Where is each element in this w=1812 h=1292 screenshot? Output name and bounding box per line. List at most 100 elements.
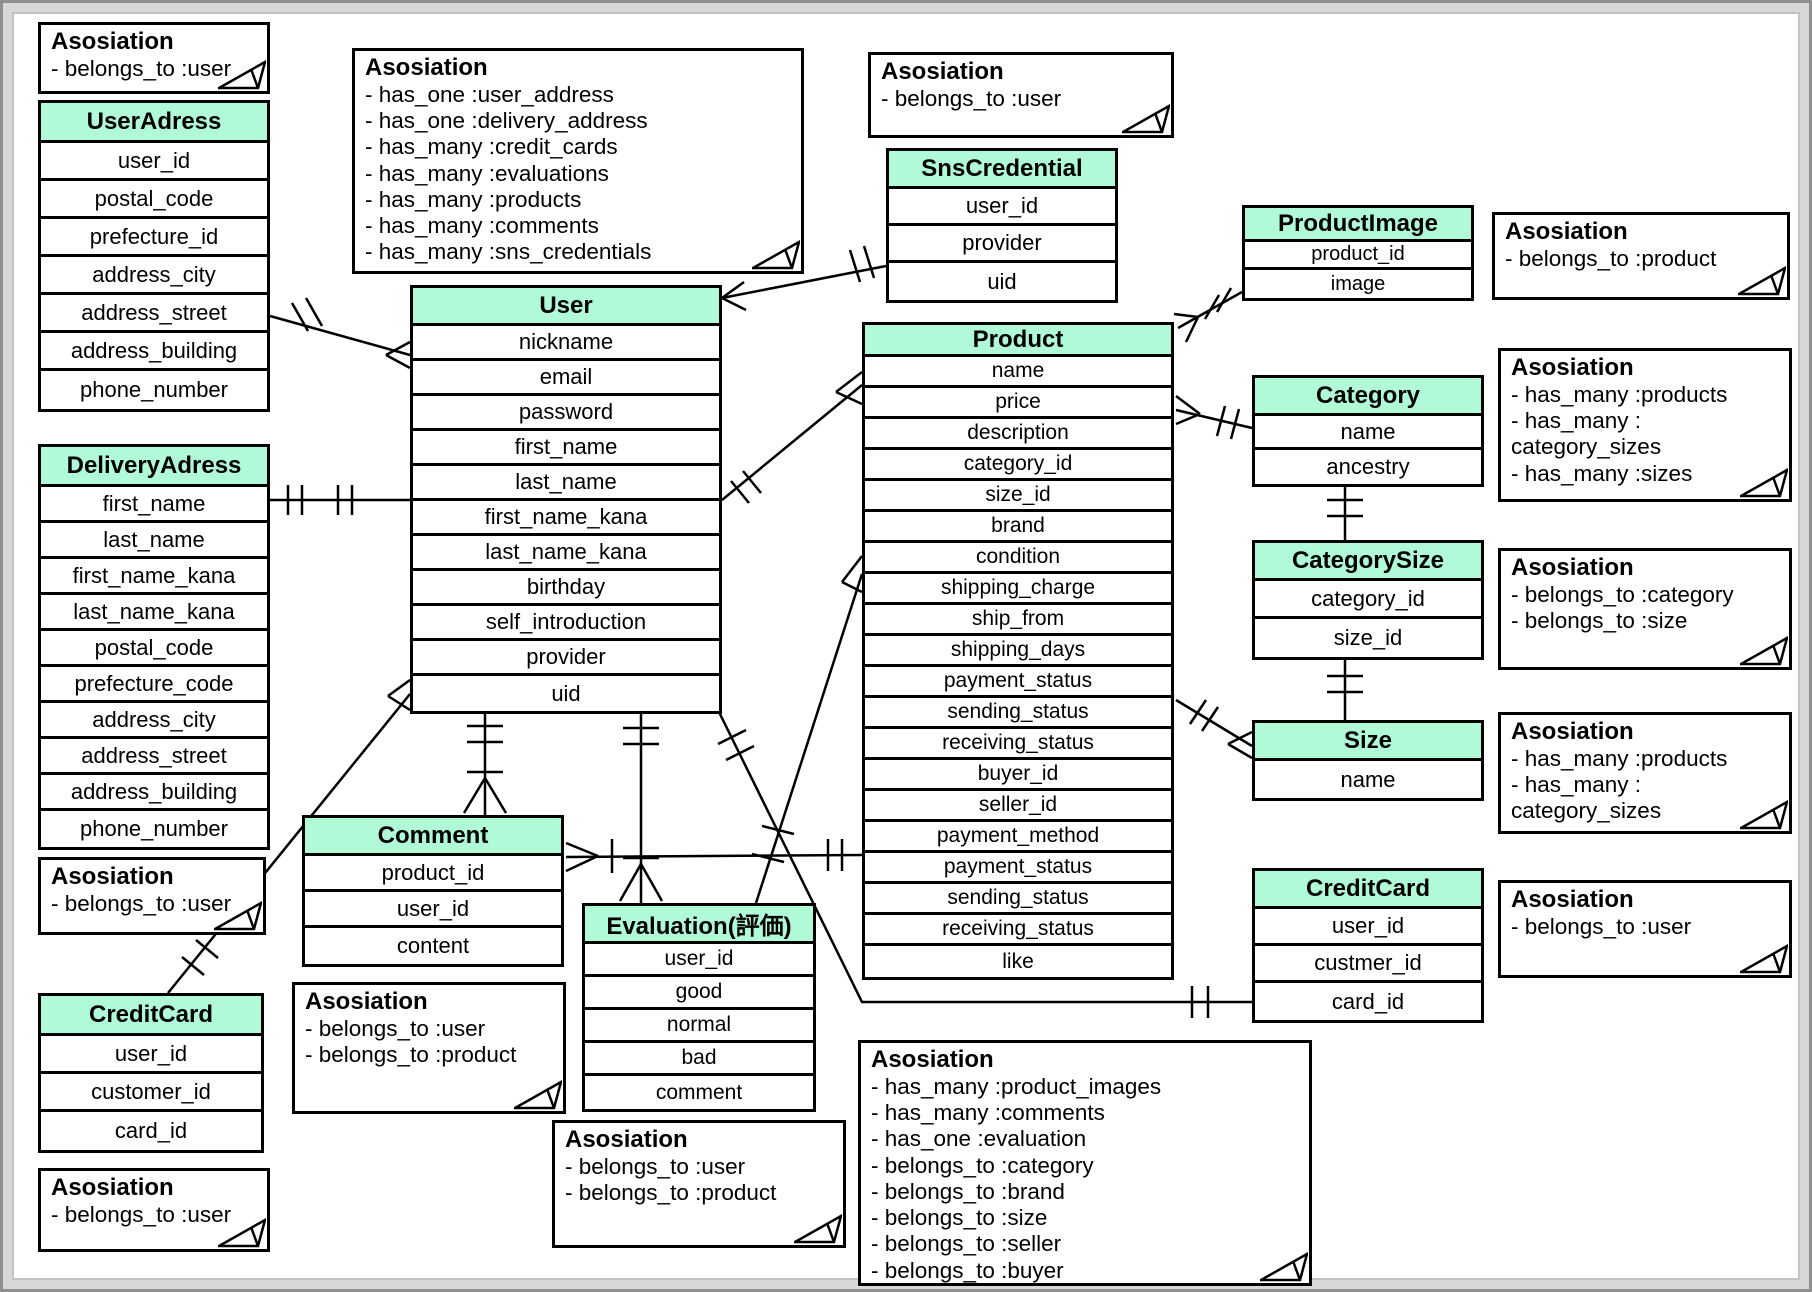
note-fold-icon — [1260, 1252, 1308, 1282]
entity-field-row: size_id — [1255, 619, 1481, 657]
note-association-line: - belongs_to :seller — [871, 1231, 1062, 1257]
note-title: Asosiation — [565, 1126, 688, 1153]
entity-field-row: user_id — [585, 944, 813, 977]
entity-field-row: last_name_kana — [41, 595, 267, 631]
entity-field-row: address_street — [41, 739, 267, 775]
note-association-line: - belongs_to :user — [881, 85, 1062, 111]
note-sns: Asosiation- belongs_to :user — [868, 52, 1174, 138]
note-association-line: - has_one :delivery_address — [365, 107, 648, 133]
entity-title-comment: Comment — [305, 818, 561, 856]
note-title: Asosiation — [871, 1046, 994, 1073]
note-credit-card-right: Asosiation- belongs_to :user — [1498, 880, 1792, 978]
entity-field-row: ancestry — [1255, 450, 1481, 484]
entity-field-row: name — [1255, 416, 1481, 450]
note-association-line: - has_many :product_images — [871, 1073, 1162, 1099]
entity-field-row: receiving_status — [865, 729, 1171, 760]
entity-title-evaluation: Evaluation(評価) — [585, 906, 813, 944]
note-title: Asosiation — [1505, 218, 1628, 245]
entity-title-product_image: ProductImage — [1245, 208, 1471, 242]
note-association-line: - belongs_to :size — [871, 1205, 1048, 1231]
note-association-line: - has_many : — [1511, 407, 1642, 433]
entity-title-delivery_address: DeliveryAdress — [41, 447, 267, 487]
entity-field-row: ship_from — [865, 605, 1171, 636]
note-association-line: - has_many :products — [365, 186, 582, 212]
entity-field-row: self_introduction — [413, 606, 719, 641]
note-association-line: - has_many :sizes — [1511, 460, 1693, 486]
note-user: Asosiation- has_one :user_address- has_o… — [352, 48, 804, 274]
entity-field-row: card_id — [1255, 983, 1481, 1020]
note-association-line: - belongs_to :brand — [871, 1178, 1065, 1204]
note-fold-icon — [1740, 944, 1788, 974]
note-fold-icon — [214, 901, 262, 931]
entity-field-row: sending_status — [865, 698, 1171, 729]
note-fold-icon — [1740, 468, 1788, 498]
note-fold-icon — [218, 1218, 266, 1248]
note-association-line: - belongs_to :product — [1505, 245, 1717, 271]
note-delivery: Asosiation- belongs_to :user — [38, 857, 266, 935]
note-fold-icon — [1122, 104, 1170, 134]
note-fold-icon — [514, 1080, 562, 1110]
note-association-line: - belongs_to :user — [51, 55, 232, 81]
entity-title-product: Product — [865, 325, 1171, 357]
entity-title-category: Category — [1255, 378, 1481, 416]
note-association-line: - belongs_to :category — [1511, 581, 1734, 607]
entity-field-row: payment_method — [865, 822, 1171, 853]
entity-title-category_size: CategorySize — [1255, 543, 1481, 581]
note-fold-icon — [1738, 266, 1786, 296]
entity-title-user_address: UserAdress — [41, 103, 267, 143]
entity-title-credit_card_right: CreditCard — [1255, 871, 1481, 909]
entity-field-row: first_name — [413, 431, 719, 466]
note-title: Asosiation — [365, 54, 488, 81]
entity-field-row: name — [1255, 761, 1481, 798]
entity-field-row: sending_status — [865, 884, 1171, 915]
note-fold-icon — [218, 60, 266, 90]
note-title: Asosiation — [51, 1174, 174, 1201]
note-association-line: - belongs_to :user — [305, 1015, 486, 1041]
entity-field-row: provider — [413, 641, 719, 676]
note-association-line: - belongs_to :buyer — [871, 1257, 1064, 1283]
note-fold-icon — [1740, 800, 1788, 830]
note-association-line: category_sizes — [1511, 798, 1662, 824]
note-title: Asosiation — [51, 28, 174, 55]
note-association-line: - has_many :comments — [365, 213, 599, 239]
entity-field-row: category_id — [865, 450, 1171, 481]
note-association-line: - has_one :user_address — [365, 81, 614, 107]
note-association-line: - belongs_to :user — [51, 1201, 232, 1227]
note-evaluation: Asosiation- belongs_to :user- belongs_to… — [552, 1120, 846, 1248]
note-association-line: - has_many : — [1511, 771, 1642, 797]
note-association-line: - has_many :credit_cards — [365, 134, 618, 160]
entity-field-row: buyer_id — [865, 760, 1171, 791]
note-association-line: - has_many :products — [1511, 745, 1728, 771]
entity-field-row: payment_status — [865, 667, 1171, 698]
entity-field-row: uid — [889, 263, 1115, 300]
entity-field-row: birthday — [413, 571, 719, 606]
note-association-line: category_sizes — [1511, 434, 1662, 460]
note-title: Asosiation — [1511, 354, 1634, 381]
entity-field-row: customer_id — [41, 1074, 261, 1112]
entity-field-row: first_name_kana — [413, 501, 719, 536]
entity-field-row: last_name — [413, 466, 719, 501]
entity-field-row: postal_code — [41, 631, 267, 667]
entity-field-row: uid — [413, 676, 719, 711]
entity-title-size: Size — [1255, 723, 1481, 761]
entity-title-user: User — [413, 288, 719, 326]
entity-field-row: shipping_days — [865, 636, 1171, 667]
note-title: Asosiation — [1511, 886, 1634, 913]
entity-field-row: size_id — [865, 481, 1171, 512]
entity-field-row: user_id — [1255, 909, 1481, 946]
entity-field-row: user_id — [889, 189, 1115, 226]
note-title: Asosiation — [305, 988, 428, 1015]
entity-field-row: bad — [585, 1043, 813, 1076]
note-user-address: Asosiation- belongs_to :user — [38, 22, 270, 94]
entity-field-row: address_street — [41, 295, 267, 333]
note-title: Asosiation — [1511, 554, 1634, 581]
note-product: Asosiation- has_many :product_images- ha… — [858, 1040, 1312, 1286]
